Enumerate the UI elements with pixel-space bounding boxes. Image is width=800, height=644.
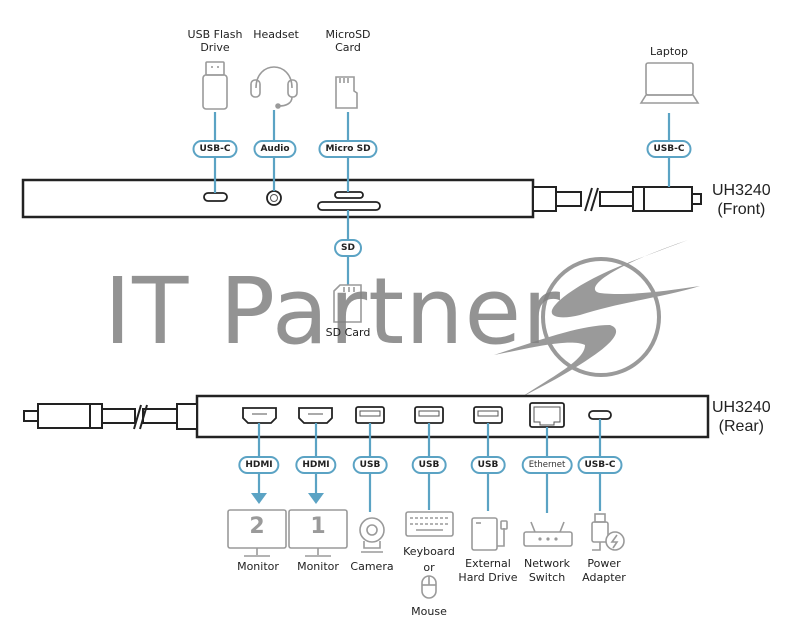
port-badge-ethernet: Ethernet: [521, 456, 573, 474]
port-badge-laptop-usbc: USB-C: [646, 140, 692, 158]
monitor-1-number: 1: [310, 514, 326, 539]
front-unit: [21, 178, 702, 219]
front-microsd-slot: [334, 191, 364, 199]
port-badge-hdmi-1: HDMI: [238, 456, 280, 474]
front-sd-slot: [317, 201, 381, 211]
network-switch-label: Network Switch: [524, 557, 570, 585]
usb-flash-drive-label: USB Flash Drive: [188, 28, 243, 54]
headset-label: Headset: [253, 28, 299, 41]
port-badge-usbc-power: USB-C: [577, 456, 623, 474]
label-line: External: [465, 557, 511, 570]
arrow-down-icon: [308, 493, 324, 504]
rear-hdmi-port-2: [298, 407, 333, 424]
label-line: or: [423, 561, 435, 574]
label-line: Power: [587, 557, 621, 570]
label-line: Drive: [200, 41, 230, 54]
camera-icon: [359, 517, 385, 553]
external-hard-drive-label: External Hard Drive: [458, 557, 517, 585]
port-badge-hdmi-2: HDMI: [295, 456, 337, 474]
monitor-2-label: Monitor: [237, 560, 279, 573]
model-name: UH3240: [712, 182, 771, 199]
sd-card-label: SD Card: [325, 326, 371, 339]
keyboard-icon: [405, 511, 454, 537]
keyboard-label: Keyboard or: [403, 544, 455, 576]
label-line: Hard Drive: [458, 571, 518, 584]
rear-usbc-port: [588, 410, 612, 420]
port-badge-usbc: USB-C: [192, 140, 238, 158]
watermark-logo: [494, 240, 700, 398]
port-badge-audio: Audio: [253, 140, 297, 158]
port-badge-sd: SD: [334, 239, 362, 257]
port-badge-microsd: Micro SD: [318, 140, 378, 158]
usb-flash-drive-icon: [202, 61, 228, 110]
front-model-label: UH3240 (Front): [712, 181, 771, 219]
label-line: Switch: [528, 571, 566, 584]
arrow-down-icon: [251, 493, 267, 504]
model-name: UH3240: [712, 399, 771, 416]
headset-icon: [250, 66, 298, 109]
camera-label: Camera: [350, 560, 394, 573]
label-line: Card: [335, 41, 361, 54]
microsd-card-icon: [335, 76, 358, 109]
side-name: (Rear): [718, 418, 765, 435]
mouse-label: Mouse: [411, 605, 447, 618]
mouse-icon: [421, 575, 437, 599]
label-line: Adapter: [582, 571, 626, 584]
side-name: (Front): [717, 201, 766, 218]
rear-unit: [23, 394, 710, 439]
port-badge-usb-3: USB: [470, 456, 506, 474]
arrowheads: [251, 493, 324, 504]
rear-hdmi-port-1: [242, 407, 277, 424]
sd-card-icon: [333, 284, 362, 323]
network-switch-icon: [523, 521, 573, 547]
microsd-card-label: MicroSD Card: [325, 28, 370, 54]
laptop-icon: [639, 62, 700, 104]
front-usbc-port: [203, 192, 228, 202]
monitor-icon: [288, 509, 348, 557]
port-badge-usb-1: USB: [352, 456, 388, 474]
power-adapter-label: Power Adapter: [582, 557, 626, 585]
monitor-1-label: Monitor: [297, 560, 339, 573]
rear-model-label: UH3240 (Rear): [712, 398, 771, 436]
monitor-2-number: 2: [249, 514, 265, 539]
label-line: USB Flash: [187, 28, 243, 41]
port-badge-usb-2: USB: [411, 456, 447, 474]
external-hard-drive-icon: [471, 517, 508, 551]
label-line: MicroSD: [325, 28, 371, 41]
label-line: Network: [524, 557, 570, 570]
power-adapter-icon: [591, 513, 625, 551]
label-line: Keyboard: [403, 545, 455, 558]
monitor-icon: [227, 509, 287, 557]
laptop-label: Laptop: [650, 45, 688, 58]
